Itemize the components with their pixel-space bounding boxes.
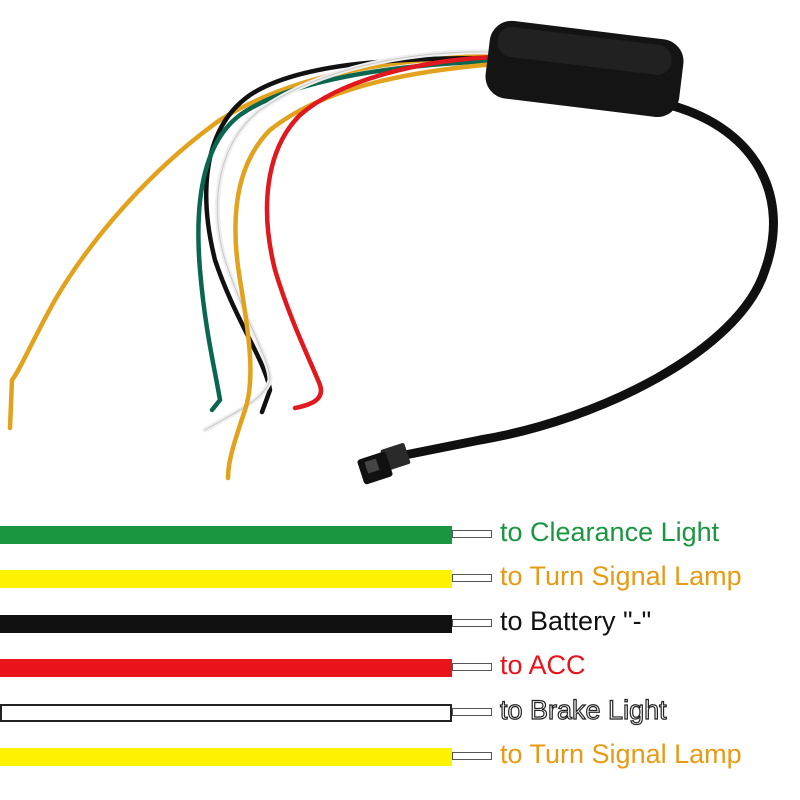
- legend-row: to Battery "-": [0, 597, 800, 637]
- wire-label: to Brake Light: [499, 694, 667, 725]
- wire-swatch: [0, 704, 452, 722]
- main-cable: [400, 100, 778, 460]
- legend-row: to Brake Light: [0, 686, 800, 726]
- connector-plug: [357, 443, 411, 485]
- wire-label: to ACC: [500, 650, 586, 680]
- wire-bundle: [7, 49, 498, 481]
- wire-label: to Turn Signal Lamp: [500, 739, 742, 769]
- wire-swatch: [0, 615, 452, 633]
- wire-swatch: [0, 748, 452, 766]
- wire-swatch: [0, 526, 452, 544]
- wire-tip: [452, 530, 492, 538]
- wire-tip: [452, 663, 492, 671]
- wire-tip: [452, 708, 492, 716]
- control-module: [485, 20, 684, 118]
- legend-row: to ACC: [0, 641, 800, 681]
- wire-label: to Turn Signal Lamp: [500, 561, 742, 591]
- wire-swatch: [0, 659, 452, 677]
- legend-row: to Clearance Light: [0, 508, 800, 548]
- wire-legend: to Clearance Light to Turn Signal Lamp to …: [0, 500, 800, 800]
- wire-label: to Battery "-": [500, 606, 652, 636]
- wire-tip: [452, 574, 492, 582]
- wire-tip: [452, 619, 492, 627]
- wire-label: to Clearance Light: [500, 517, 720, 547]
- legend-row: to Turn Signal Lamp: [0, 552, 800, 592]
- wire-tip: [452, 752, 492, 760]
- wiring-harness-photo: [7, 20, 778, 485]
- wire-swatch: [0, 570, 452, 588]
- legend-row: to Turn Signal Lamp: [0, 730, 800, 770]
